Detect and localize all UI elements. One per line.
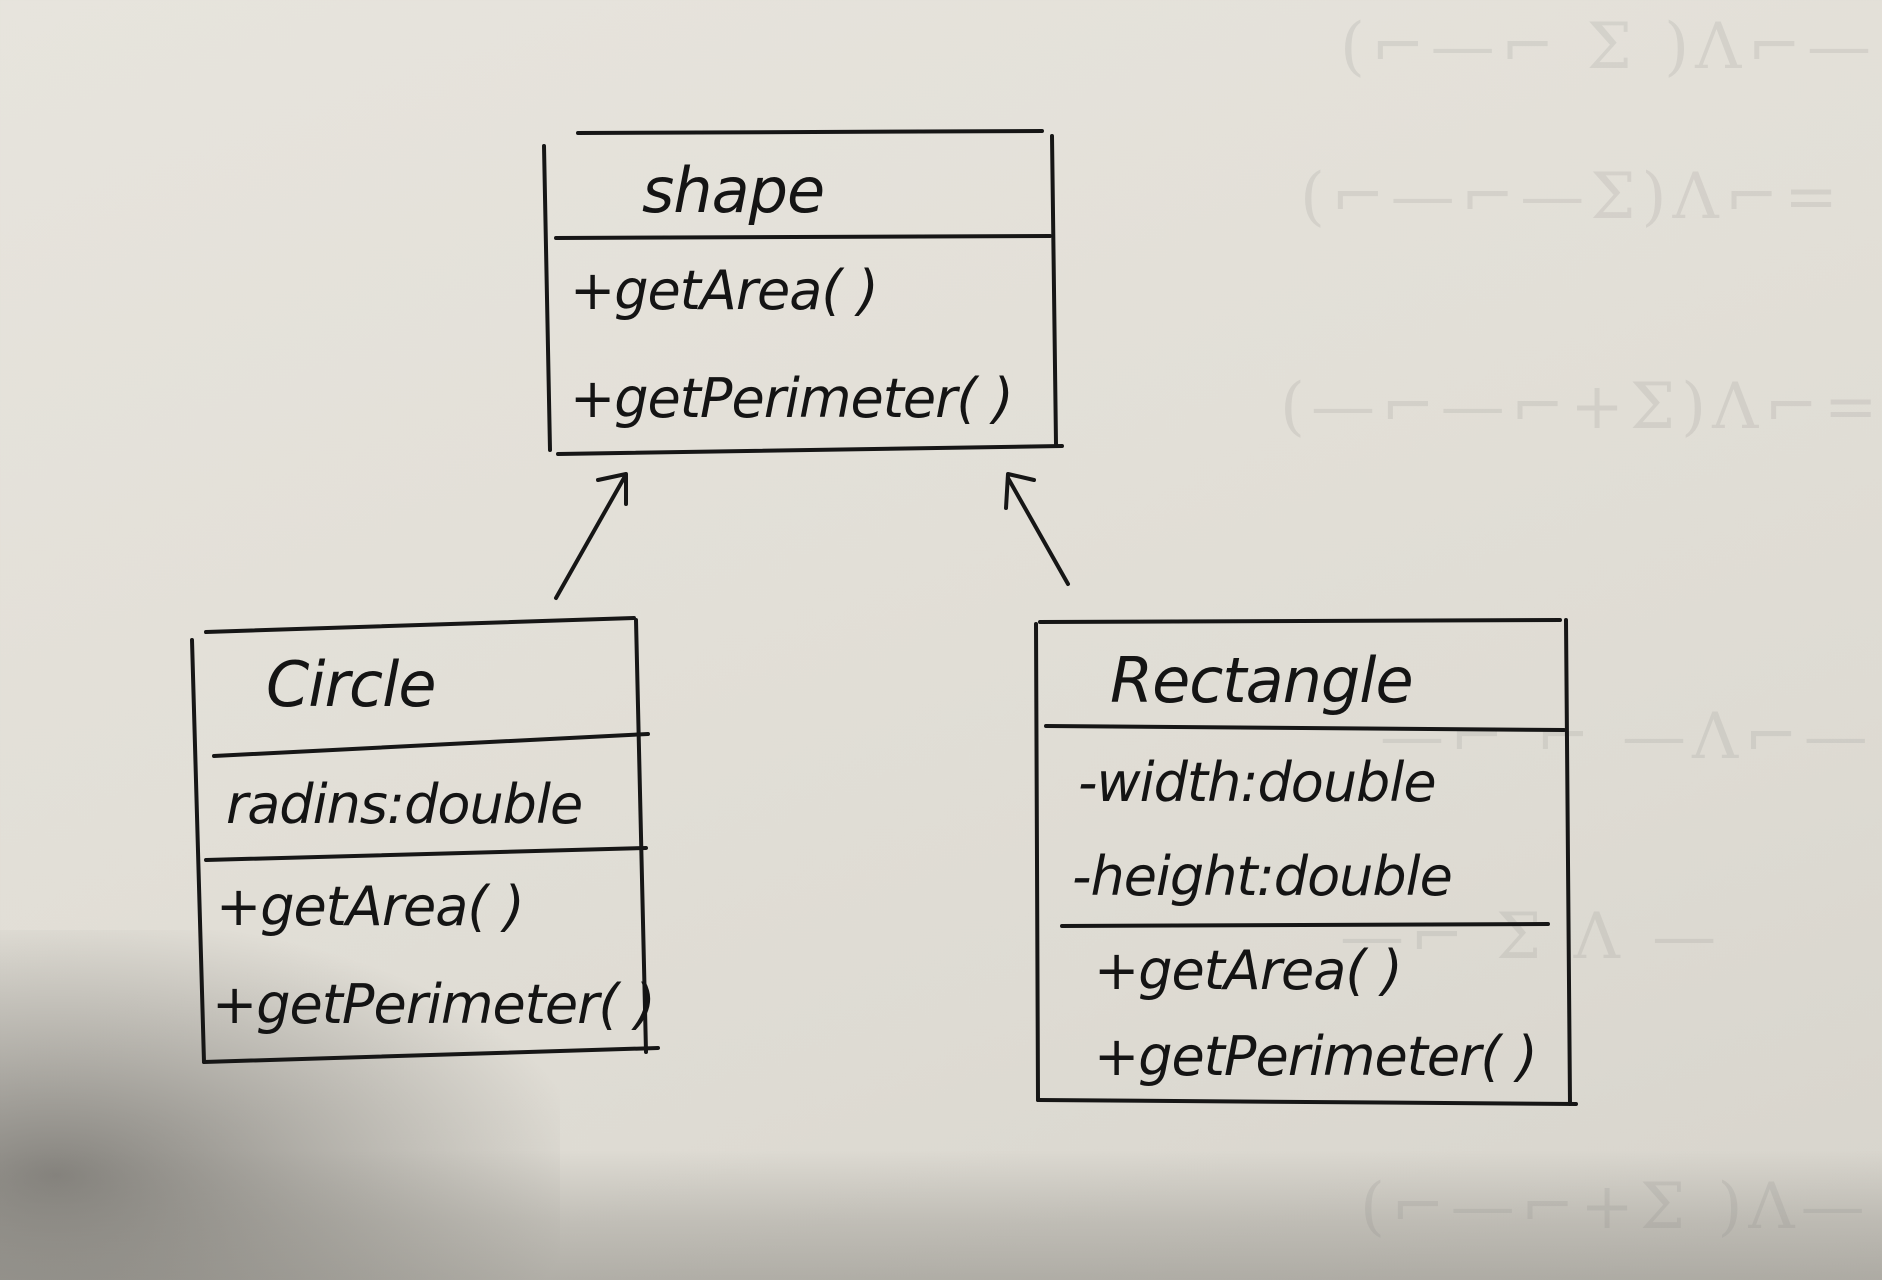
circle-class-box [190,616,660,1064]
rectangle-to-shape-arrow [1004,472,1070,586]
method-getperimeter: +getPerimeter( ) [212,973,656,1036]
attribute-height: -height:double [1072,845,1453,908]
class-name-rectangle: Rectangle [1110,644,1414,717]
class-name-circle: Circle [266,648,436,721]
method-getarea: +getArea( ) [1094,939,1403,1002]
attribute-radius: radins:double [226,773,583,836]
method-getarea: +getArea( ) [216,875,525,938]
circle-to-shape-arrow [554,472,628,600]
rectangle-class-box [1034,618,1578,1106]
method-getperimeter: +getPerimeter( ) [1094,1025,1538,1088]
method-getarea: +getArea( ) [570,259,879,322]
shape-class-box [542,129,1064,456]
method-getperimeter: +getPerimeter( ) [570,367,1014,430]
class-name-shape: shape [642,154,825,227]
attribute-width: -width:double [1078,751,1437,814]
